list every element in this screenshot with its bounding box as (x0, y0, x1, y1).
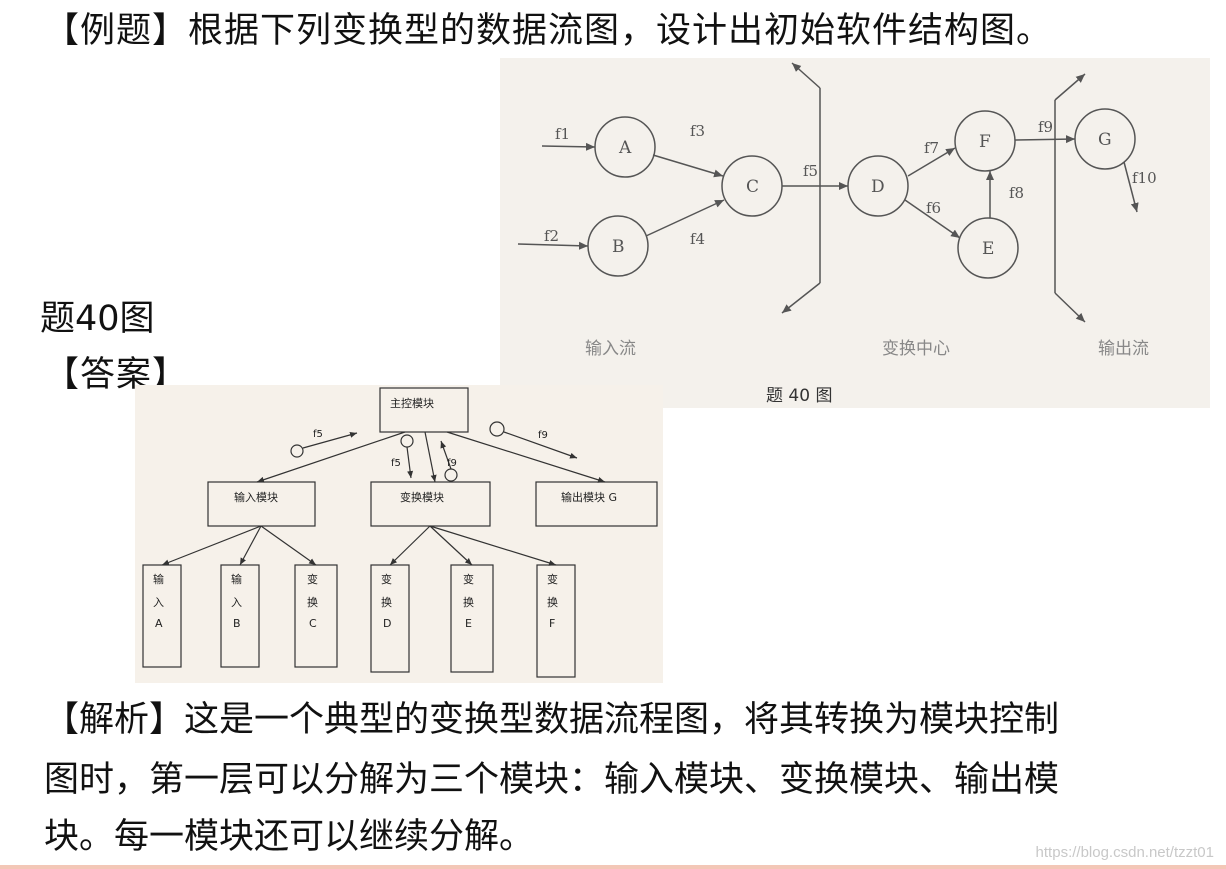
flow-f10 (1123, 161, 1139, 213)
call-main-output (446, 431, 606, 483)
leaf-input-a-line1: 输 (153, 572, 164, 586)
bottom-accent-bar (0, 865, 1226, 869)
call-input-a (161, 525, 262, 566)
flow-f4-label: f4 (690, 230, 705, 248)
output-boundary-top-arrow (1054, 73, 1086, 101)
node-f (954, 110, 1016, 172)
couple-f9-mid-circle (444, 468, 458, 482)
couple-f5-mid-arrow (406, 446, 414, 479)
flow-f8-label: f8 (1009, 184, 1024, 202)
leaf-input-b-line2: 入 (231, 596, 242, 609)
input-boundary-bottom-arrow (781, 282, 821, 314)
input-region-label: 输入流 (585, 339, 636, 359)
leaf-transform-d-line1: 变 (381, 572, 392, 586)
call-transform-e (429, 525, 473, 566)
flow-f3 (652, 154, 724, 178)
flow-f7 (907, 147, 956, 177)
flow-f5-label: f5 (803, 162, 818, 180)
leaf-input-b-line1: 输 (231, 572, 242, 586)
call-input-b (239, 525, 262, 566)
flow-f9-label: f9 (1038, 118, 1053, 136)
leaf-transform-e-line1: 变 (463, 572, 474, 586)
input-module-box (207, 481, 316, 527)
leaf-transform-e-line3: E (465, 617, 472, 630)
couple-f9-mid-label: f9 (447, 458, 457, 469)
couple-f5-left-circle (290, 444, 304, 458)
leaf-transform-c-line2: 换 (307, 595, 318, 609)
output-region-label: 输出流 (1098, 339, 1149, 359)
input-module-label: 输入模块 (234, 490, 278, 504)
couple-f9-right-circle (489, 421, 505, 437)
main-module-box (379, 387, 469, 433)
flow-f2 (517, 241, 589, 250)
flow-f2-label: f2 (544, 227, 559, 245)
leaf-transform-e-line2: 换 (463, 595, 474, 609)
node-d-label: D (871, 177, 885, 197)
node-c-label: C (746, 177, 759, 197)
call-main-transform (424, 431, 437, 483)
node-b-label: B (612, 237, 625, 257)
data-flow-diagram: A B C D F E G f1 f2 f3 f4 f5 f6 f7 f8 f9… (500, 58, 1210, 408)
leaf-transform-f-line1: 变 (547, 572, 558, 586)
leaf-transform-c-line1: 变 (307, 572, 318, 586)
figure-label: 题40图 (40, 299, 155, 339)
leaf-transform-f-line3: F (549, 617, 555, 630)
couple-f5-mid-circle (400, 434, 414, 448)
module-structure-chart: 主控模块 输入模块 变换模块 输出模块 G f5 f5 f9 f9 输 入 A … (135, 385, 663, 683)
couple-f9-mid-arrow (440, 440, 452, 470)
couple-f5-left-label: f5 (313, 429, 323, 440)
flow-f7-label: f7 (924, 139, 939, 157)
couple-f5-mid-label: f5 (391, 458, 401, 469)
node-g-label: G (1098, 130, 1112, 150)
leaf-input-a-line2: 入 (153, 596, 164, 609)
output-boundary-bottom-arrow (1054, 292, 1086, 323)
analysis-line-1: 【解析】这是一个典型的变换型数据流程图，将其转换为模块控制 (44, 700, 1060, 740)
flow-f1-label: f1 (555, 125, 570, 143)
call-input-c (260, 525, 317, 566)
transform-module-box (370, 481, 491, 527)
leaf-transform-f-line2: 换 (547, 595, 558, 609)
couple-f9-right-label: f9 (538, 430, 548, 441)
leaf-input-b-line3: B (233, 617, 241, 630)
node-f-label: F (979, 132, 991, 152)
flow-f3-label: f3 (690, 122, 705, 140)
output-module-label: 输出模块 G (561, 490, 617, 504)
call-main-input (256, 431, 406, 483)
flow-f9 (1014, 135, 1076, 144)
flow-f6 (904, 199, 961, 239)
leaf-transform-d-line2: 换 (381, 595, 392, 609)
call-transform-d (389, 525, 431, 566)
transform-center-label: 变换中心 (882, 339, 950, 359)
watermark-text: https://blog.csdn.net/tzzt01 (1035, 844, 1214, 861)
dfd-caption: 题 40 图 (766, 386, 832, 406)
input-boundary-top-arrow (791, 62, 821, 89)
flow-f10-label: f10 (1132, 169, 1157, 187)
flow-f1 (541, 142, 596, 151)
couple-f5-left-arrow (302, 431, 358, 449)
call-transform-f (429, 525, 557, 566)
main-module-label: 主控模块 (390, 396, 434, 410)
analysis-line-2: 图时，第一层可以分解为三个模块：输入模块、变换模块、输出模 (44, 760, 1060, 800)
node-a-label: A (618, 138, 632, 158)
leaf-transform-d-line3: D (383, 617, 391, 630)
flow-f4 (645, 199, 725, 237)
leaf-transform-c-line3: C (309, 617, 317, 630)
question-text: 【例题】根据下列变换型的数据流图，设计出初始软件结构图。 (44, 11, 1053, 51)
flow-f6-label: f6 (926, 199, 941, 217)
leaf-input-a-line3: A (155, 617, 163, 630)
couple-f9-right-arrow (503, 431, 578, 459)
transform-module-label: 变换模块 (400, 490, 444, 504)
analysis-line-3: 块。每一模块还可以继续分解。 (44, 817, 535, 857)
node-e-label: E (982, 239, 994, 259)
node-e (957, 217, 1019, 279)
output-module-box (535, 481, 658, 527)
